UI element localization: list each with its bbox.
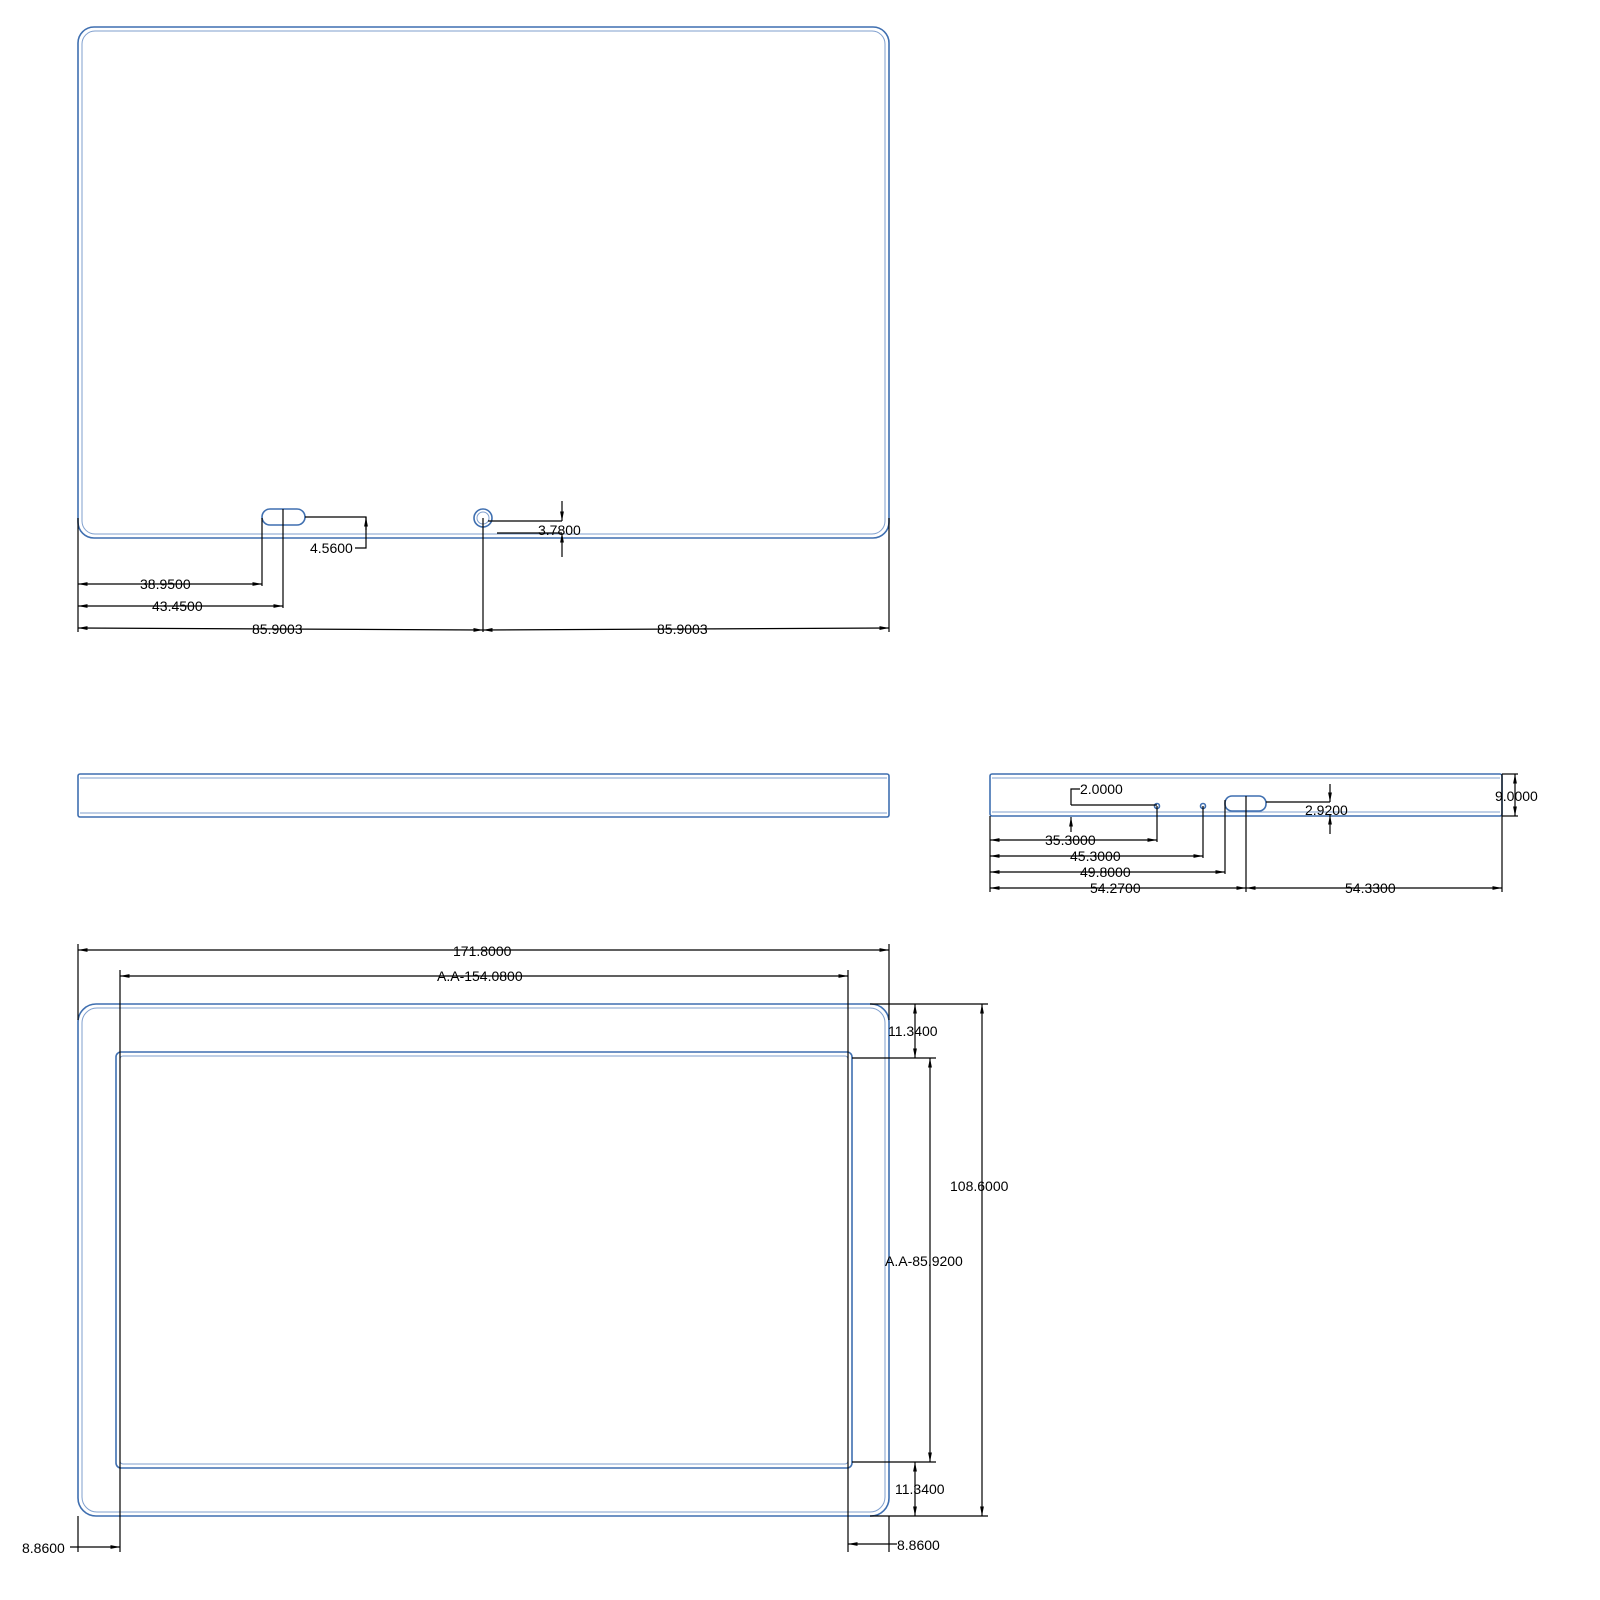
- dim-slot-depth: 4.5600: [310, 540, 353, 556]
- front-dimensions: [70, 944, 988, 1552]
- dim-slot-x: 49.8000: [1080, 864, 1131, 880]
- top-view: 38.9500 43.4500 4.5600 3.7800 85.9003 85…: [77, 26, 890, 637]
- dim-half-right: 85.9003: [657, 621, 708, 637]
- dim-slot-x-far: 43.4500: [152, 598, 203, 614]
- dim-active-width: A.A-154.0800: [437, 968, 523, 984]
- dim-half-left: 85.9003: [252, 621, 303, 637]
- dim-hole1-x: 35.3000: [1045, 832, 1096, 848]
- top-inner-outline: [81, 30, 886, 535]
- active-area-inner: [119, 1055, 849, 1465]
- dim-active-height: A.A-85.9200: [885, 1253, 963, 1269]
- top-dimensions: [77, 501, 890, 632]
- dim-total-width: 171.8000: [453, 943, 512, 959]
- front-outline: [77, 1003, 890, 1517]
- edge-view-long: [77, 773, 890, 818]
- active-area-outline: [115, 1051, 853, 1469]
- top-outline: [77, 26, 890, 539]
- dim-hole2-x: 45.3000: [1070, 848, 1121, 864]
- front-inner-outline: [81, 1007, 886, 1513]
- long-edge-outline: [77, 773, 890, 818]
- dim-side-slot-height: 2.9200: [1305, 802, 1348, 818]
- dim-hole-depth: 3.7800: [538, 522, 581, 538]
- short-edge-dimensions: [989, 773, 1518, 892]
- dim-total-height: 108.6000: [950, 1178, 1009, 1194]
- dim-top-border: 11.3400: [888, 1023, 938, 1039]
- front-view: 171.8000 A.A-154.0800 108.6000 A.A-85.92…: [22, 943, 1009, 1556]
- dim-right-border: 8.8600: [897, 1537, 940, 1553]
- dim-pinhole-dia: 2.0000: [1080, 781, 1123, 797]
- dim-bottom-border: 11.3400: [895, 1481, 945, 1497]
- dim-right-width: 54.3300: [1345, 880, 1396, 896]
- edge-view-short: 2.0000 2.9200 9.0000 35.3000 45.3000 49.…: [989, 773, 1538, 896]
- dim-slot-x-near: 38.9500: [140, 576, 191, 592]
- dim-left-border: 8.8600: [22, 1540, 65, 1556]
- dim-left-width: 54.2700: [1090, 880, 1141, 896]
- dim-thickness: 9.0000: [1495, 788, 1538, 804]
